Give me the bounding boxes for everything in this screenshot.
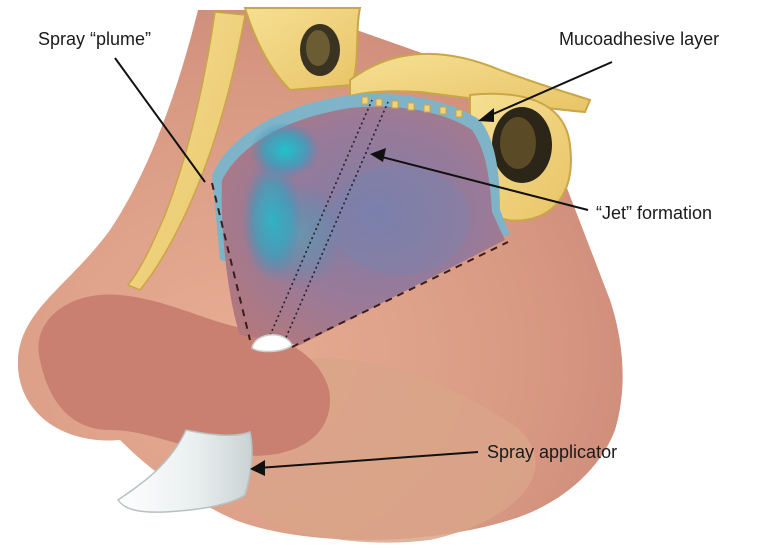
- label-spray-applicator: Spray applicator: [487, 443, 617, 461]
- label-mucoadhesive-layer: Mucoadhesive layer: [559, 30, 719, 48]
- label-jet-formation: “Jet” formation: [596, 204, 712, 222]
- label-spray-plume: Spray “plume”: [38, 30, 151, 48]
